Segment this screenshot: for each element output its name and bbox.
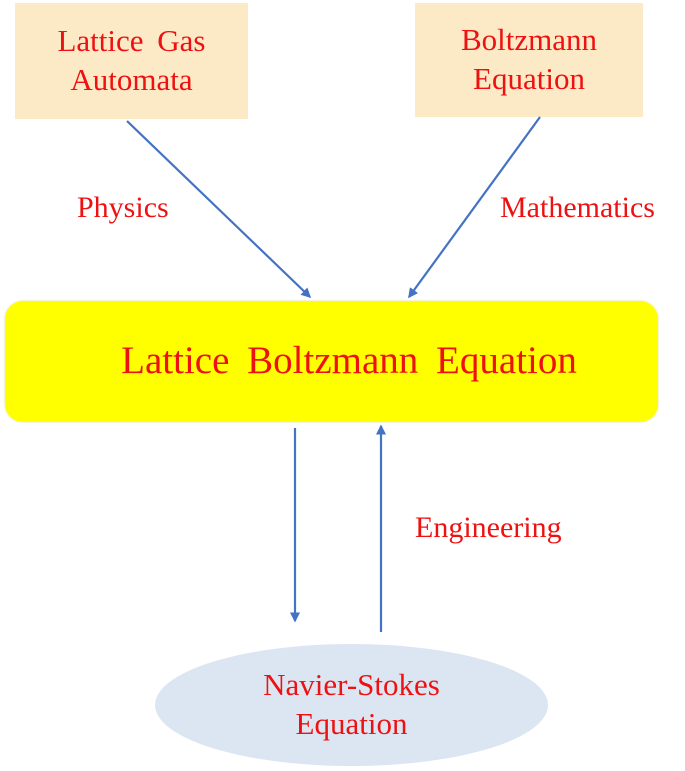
lattice-gas-automata-box: Lattice Gas Automata [15,3,248,119]
lattice-boltzmann-equation-box: Lattice Boltzmann Equation [5,301,658,422]
navier-stokes-line1: Navier-Stokes [263,667,440,703]
boltzmann-equation-box: Boltzmann Equation [415,3,643,117]
lattice-boltzmann-equation-label: Lattice Boltzmann Equation [121,339,577,383]
boltzmann-equation-line1: Boltzmann [460,22,598,58]
navier-stokes-equation-ellipse: Navier-Stokes Equation [155,644,548,766]
engineering-label: Engineering [415,511,562,544]
lattice-gas-automata-line2: Automata [70,62,193,97]
mathematics-label: Mathematics [500,191,655,224]
boltzmann-equation-line2: Equation [473,61,585,96]
physics-label: Physics [77,191,169,224]
lattice-gas-automata-line1: Lattice Gas [57,23,206,59]
navier-stokes-line2: Equation [295,706,408,741]
